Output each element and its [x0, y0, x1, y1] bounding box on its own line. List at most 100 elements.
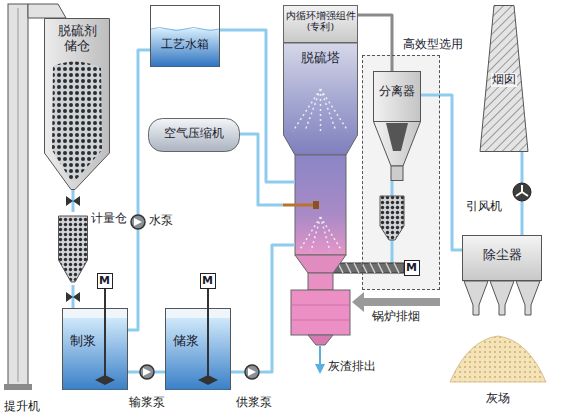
slurry-tank-outline	[104, 308, 106, 378]
flue-gas-arrow	[352, 292, 440, 312]
slurry-tank-text: 制浆	[68, 334, 98, 349]
screw-conveyor	[338, 263, 399, 273]
equipment-label: 水泵	[149, 214, 173, 228]
slurry-tank-outline	[63, 309, 128, 390]
ash-field-text: 灰场	[448, 392, 548, 406]
slurry-tank-outline	[198, 375, 218, 385]
pipe-connector	[358, 15, 392, 71]
internal-circulation-module-text: 内循环增强组件(专利)	[285, 11, 356, 33]
pipe-connector	[421, 95, 462, 250]
optional-region-fill	[362, 55, 440, 290]
chimney-outline	[480, 6, 528, 152]
screw-conveyor	[333, 263, 404, 273]
metering-bin-outline	[59, 216, 88, 282]
separator: 分离器	[373, 71, 421, 181]
dust-collector-outline	[516, 281, 540, 315]
collection-hopper	[380, 196, 404, 240]
dust-collector-outline	[490, 281, 514, 315]
valve-symbol	[66, 196, 80, 206]
ash-discharge-arrow	[315, 346, 325, 374]
air-compressor-text: 空气压缩机	[148, 127, 240, 141]
slurry-tank: 制浆	[62, 308, 128, 390]
agitator-shaft	[105, 289, 208, 309]
bucket-elevator	[8, 4, 28, 386]
air-compressor-outline	[149, 119, 240, 152]
pipe-connector	[220, 30, 283, 182]
motor-box: M	[404, 260, 420, 276]
internal-circulation-module: 内循环增强组件(专利)	[283, 5, 358, 43]
motor-box-text: M	[201, 274, 214, 287]
pump-symbol	[134, 218, 142, 226]
silo-bin-outline	[45, 19, 110, 190]
water-tank-outline	[151, 29, 219, 67]
separator-outline	[374, 72, 421, 122]
desulfurization-tower-outline	[308, 335, 333, 345]
dust-collector: 除尘器	[462, 235, 542, 320]
separator-outline	[386, 123, 408, 151]
water-tank-outline	[151, 6, 220, 67]
water-tank-outline	[151, 28, 219, 31]
bucket-elevator	[18, 8, 19, 382]
slurry-tank: 储浆	[165, 308, 231, 390]
valve-symbol	[66, 292, 80, 302]
desulfurization-tower-outline	[283, 204, 313, 207]
pump-symbol	[131, 215, 145, 229]
air-compressor: 空气压缩机	[148, 118, 240, 152]
desulfurization-tower-text: 脱硫塔	[283, 51, 358, 66]
water-tank: 工艺水箱	[150, 5, 220, 67]
silo-bin-text: 脱硫剂 储仓	[55, 24, 99, 54]
ash-field-outline	[450, 336, 546, 382]
ash-discharge-arrow	[315, 364, 325, 374]
slurry-tank-text: 储浆	[171, 334, 201, 349]
pump-symbol	[248, 368, 256, 376]
chimney-text: 烟囱	[491, 73, 517, 87]
agitator-shaft	[207, 289, 209, 309]
slurry-tank-outline	[207, 308, 209, 378]
desulfurization-tower-outline	[308, 273, 333, 290]
pipe-connector	[240, 134, 283, 205]
equipment-label: 供浆泵	[236, 396, 272, 410]
separator-text: 分离器	[373, 85, 421, 99]
slurry-tank-outline	[166, 318, 230, 390]
optional-region-text: 高效型选用	[403, 38, 467, 52]
desulfurization-tower-outline	[283, 182, 295, 245]
desulfurization-tower-outline	[291, 290, 350, 335]
silo-bin: 脱硫剂 储仓	[44, 18, 110, 190]
desulfurization-tower-outline	[291, 305, 350, 320]
desulfurization-tower-outline	[299, 217, 342, 251]
desulfurization-tower: 脱硫塔 内循环增强组件(专利)	[283, 5, 358, 345]
desulfurization-tower-outline	[313, 201, 319, 209]
equipment-label: 提升机	[4, 400, 40, 414]
equipment-label: 输浆泵	[129, 396, 165, 410]
equipment-label: 引风机	[466, 200, 502, 214]
flow-label: 锅炉排烟	[372, 310, 420, 324]
metering-bin-text: 计量仓	[91, 212, 130, 226]
water-tank-outline	[150, 5, 220, 67]
motor-box-text: M	[405, 261, 418, 274]
separator-outline	[374, 122, 421, 167]
induced-draft-fan	[513, 183, 531, 201]
ash-field: 灰场	[448, 330, 548, 410]
slurry-tank-outline	[95, 375, 115, 385]
induced-draft-fan	[513, 183, 531, 201]
water-tank-text: 工艺水箱	[150, 38, 220, 52]
slurry-tank-outline	[62, 308, 128, 390]
desulfurization-tower-outline	[295, 255, 346, 273]
slurry-tank-outline	[166, 309, 231, 390]
bucket-elevator	[4, 384, 32, 390]
chimney: 烟囱	[478, 5, 530, 152]
agitator-shaft	[104, 289, 106, 309]
ash-discharge-arrow	[319, 346, 321, 365]
flow-label: 灰渣排出	[328, 360, 376, 374]
motor-box-text: M	[98, 274, 111, 287]
desulfurization-tower-outline	[293, 89, 348, 131]
pump-symbol	[245, 365, 259, 379]
dust-collector-outline	[464, 281, 488, 315]
pump-symbol	[140, 365, 154, 379]
bucket-elevator	[28, 4, 66, 18]
motor-box: M	[97, 273, 113, 289]
motor-box: M	[200, 273, 216, 289]
dust-collector-outline	[463, 236, 542, 281]
metering-bin: 计量仓	[58, 212, 130, 285]
